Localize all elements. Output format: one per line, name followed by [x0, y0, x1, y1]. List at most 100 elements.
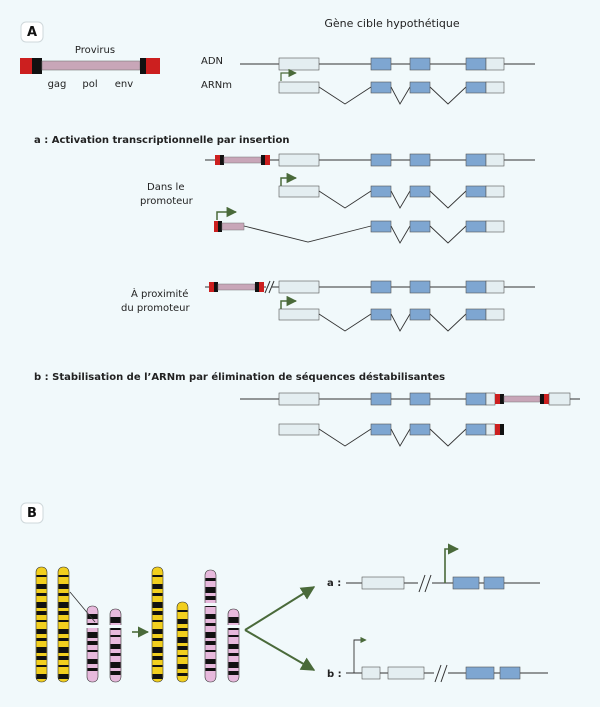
- centromere: [86, 625, 99, 628]
- promoter-arrow-thin: [353, 636, 367, 673]
- proximity-label-line2: du promoteur: [121, 303, 190, 314]
- mrna-exon-3: [409, 81, 431, 94]
- provirus-ltr: [259, 282, 264, 292]
- provirus-ltr: [540, 394, 544, 404]
- mrna-exon-4: [465, 220, 487, 233]
- insertion-near-promoter: [205, 280, 535, 294]
- exon-3: [409, 153, 431, 167]
- chromosome-band: [205, 650, 216, 652]
- exon-3: [409, 392, 431, 406]
- chromosome-band: [58, 575, 69, 577]
- chromosome-band: [36, 584, 47, 589]
- outcome-a-locus: [346, 543, 540, 593]
- chromosome-band: [152, 593, 163, 596]
- panel-b-letter: B: [27, 506, 37, 521]
- chromosome-band: [87, 650, 98, 652]
- mrna-exon-1: [278, 308, 320, 321]
- splice: [390, 190, 411, 209]
- splice: [243, 225, 372, 243]
- chromosome-band: [58, 638, 69, 641]
- mrna-ltr-driven: [214, 206, 505, 244]
- section-a-title: a : Activation transcriptionnelle par in…: [34, 135, 289, 146]
- panel-a-letter: A: [27, 25, 37, 40]
- gene-dna: [240, 57, 535, 71]
- gene-block-light: [361, 666, 381, 680]
- promoter-label-line2: promoteur: [140, 196, 194, 207]
- exon-blue: [452, 576, 480, 590]
- chromosome-band: [36, 647, 47, 653]
- chromosome-band: [36, 665, 47, 667]
- chromosome-band: [58, 656, 69, 660]
- chromosome-band: [177, 628, 188, 631]
- translocation-line: [69, 591, 96, 623]
- chromosome-band: [87, 659, 98, 664]
- ltr-fragment: [218, 221, 222, 232]
- chromosome-band: [228, 662, 239, 668]
- chromosome-band: [228, 671, 239, 675]
- splice: [429, 428, 467, 447]
- exon-4: [465, 392, 487, 406]
- panel-b-badge: [20, 502, 44, 524]
- provirus-ltr: [214, 282, 218, 292]
- insertion-3prime: [240, 392, 580, 406]
- chromosome-band: [87, 668, 98, 671]
- splice-3: [429, 86, 467, 105]
- ltr-fragment: [214, 221, 218, 232]
- break-gap: [418, 576, 432, 590]
- chromosome-band: [205, 614, 216, 619]
- chromosome-band: [58, 665, 69, 667]
- break-gap: [434, 666, 448, 680]
- chromosome-band: [177, 619, 188, 624]
- mrna-exon-1: [278, 423, 320, 436]
- chromosome-band: [177, 610, 188, 612]
- mrna-exon-4-utr: [485, 220, 505, 233]
- section-b-title: b : Stabilisation de l’ARNm par éliminat…: [34, 371, 445, 383]
- break-mark: [434, 664, 442, 683]
- chromosome-band: [152, 674, 163, 679]
- centromere: [227, 625, 240, 628]
- provirus-ltr: [261, 155, 265, 165]
- exon-4: [465, 280, 487, 294]
- mrna-exon-4-utr: [485, 185, 505, 198]
- chromosome-band: [87, 623, 98, 626]
- break-mark: [440, 664, 448, 683]
- ltr-promoter-arrow: [216, 206, 238, 220]
- mrna-exon-1: [278, 81, 320, 94]
- chromosome-band: [36, 620, 47, 622]
- arnm-label: ARNm: [201, 80, 232, 91]
- gene-block-light: [361, 576, 405, 590]
- mrna-stabilized: [278, 423, 504, 447]
- chromosome-band: [36, 656, 47, 660]
- chromosome-band: [152, 620, 163, 622]
- mrna-exon-1: [278, 185, 320, 198]
- exon-4-utr-part: [485, 392, 496, 406]
- mrna-exon-2: [370, 185, 392, 198]
- exon-4: [465, 153, 487, 167]
- mrna-exon-4-utr: [485, 308, 505, 321]
- chromosome-band: [205, 668, 216, 671]
- chromosome-band: [110, 653, 121, 656]
- chromosome-band: [228, 653, 239, 656]
- chromosome-band: [87, 614, 98, 619]
- outcome-b-label: b :: [327, 669, 342, 680]
- chromosome-band: [205, 578, 216, 581]
- target-gene-title: Gène cible hypothétique: [324, 17, 460, 30]
- exon-1: [278, 57, 320, 71]
- chromosome-band: [110, 662, 121, 668]
- exon-blue: [499, 666, 521, 680]
- chromosome-band: [110, 617, 121, 623]
- provirus-body: [41, 60, 141, 71]
- outcome-a-label: a :: [327, 578, 341, 589]
- branch-arrow-a: [244, 586, 316, 631]
- exon-1: [278, 153, 320, 167]
- exon-4: [465, 57, 487, 71]
- chromosome-band: [228, 644, 239, 649]
- mrna-ltr-end: [495, 424, 500, 435]
- promoter-label-line1: Dans le: [147, 182, 185, 193]
- provirus-label: Provirus: [75, 45, 115, 56]
- mrna-near-promoter: [278, 295, 505, 332]
- gene-mrna: [278, 68, 505, 105]
- chromosome-band: [58, 629, 69, 634]
- provirus-ltr-right: [146, 58, 160, 74]
